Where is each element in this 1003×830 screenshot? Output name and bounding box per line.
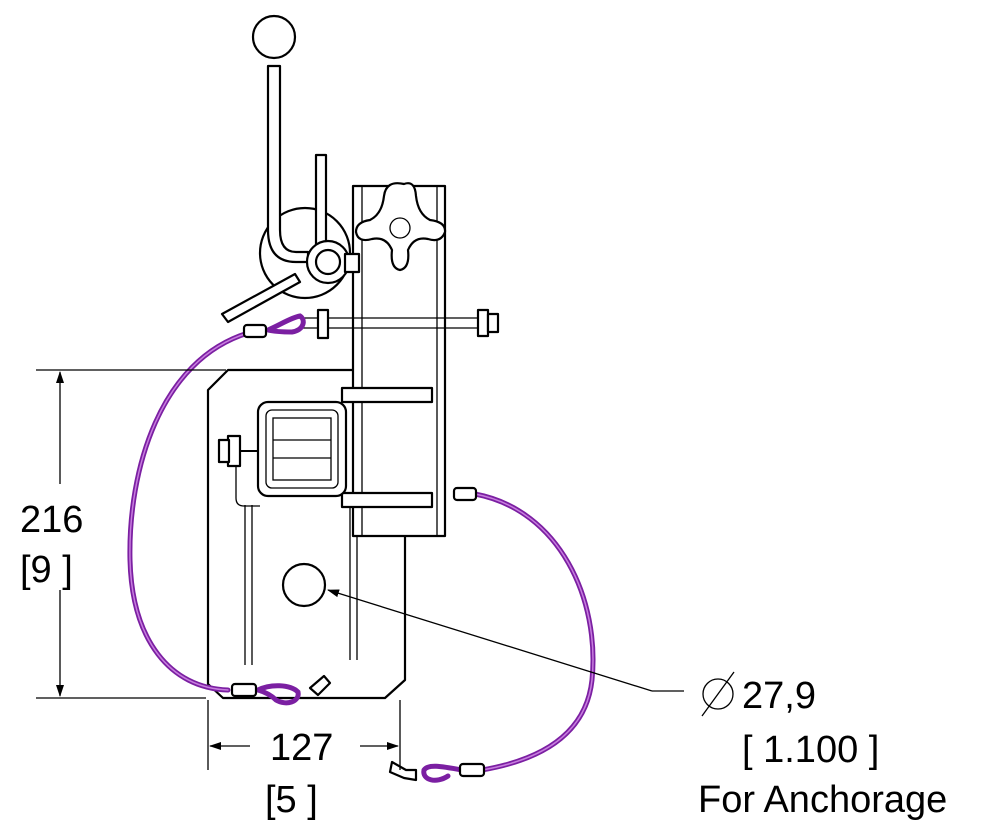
width-value-in: [5 ] bbox=[265, 779, 318, 821]
diameter-icon bbox=[701, 671, 735, 717]
lanyard-right bbox=[388, 486, 596, 783]
hole-diameter-mm: 27,9 bbox=[742, 675, 816, 717]
height-value-in: [9 ] bbox=[20, 549, 73, 591]
clamp-assembly bbox=[217, 386, 434, 509]
hole-diameter-in: [ 1.100 ] bbox=[742, 729, 879, 771]
height-value-mm: 216 bbox=[20, 499, 83, 541]
hole-note: For Anchorage bbox=[698, 779, 947, 821]
width-dimension: 127 [5 ] bbox=[207, 700, 401, 821]
width-value-mm: 127 bbox=[270, 727, 333, 769]
lanyard-left bbox=[127, 313, 332, 706]
handle-lever bbox=[220, 14, 361, 324]
height-dimension: 216 [9 ] bbox=[20, 369, 226, 699]
anchorage-hole bbox=[281, 562, 327, 608]
star-knob-icon bbox=[354, 182, 447, 272]
horizontal-bolt bbox=[300, 308, 500, 340]
hole-callout: 27,9 [ 1.100 ] For Anchorage bbox=[327, 589, 947, 821]
